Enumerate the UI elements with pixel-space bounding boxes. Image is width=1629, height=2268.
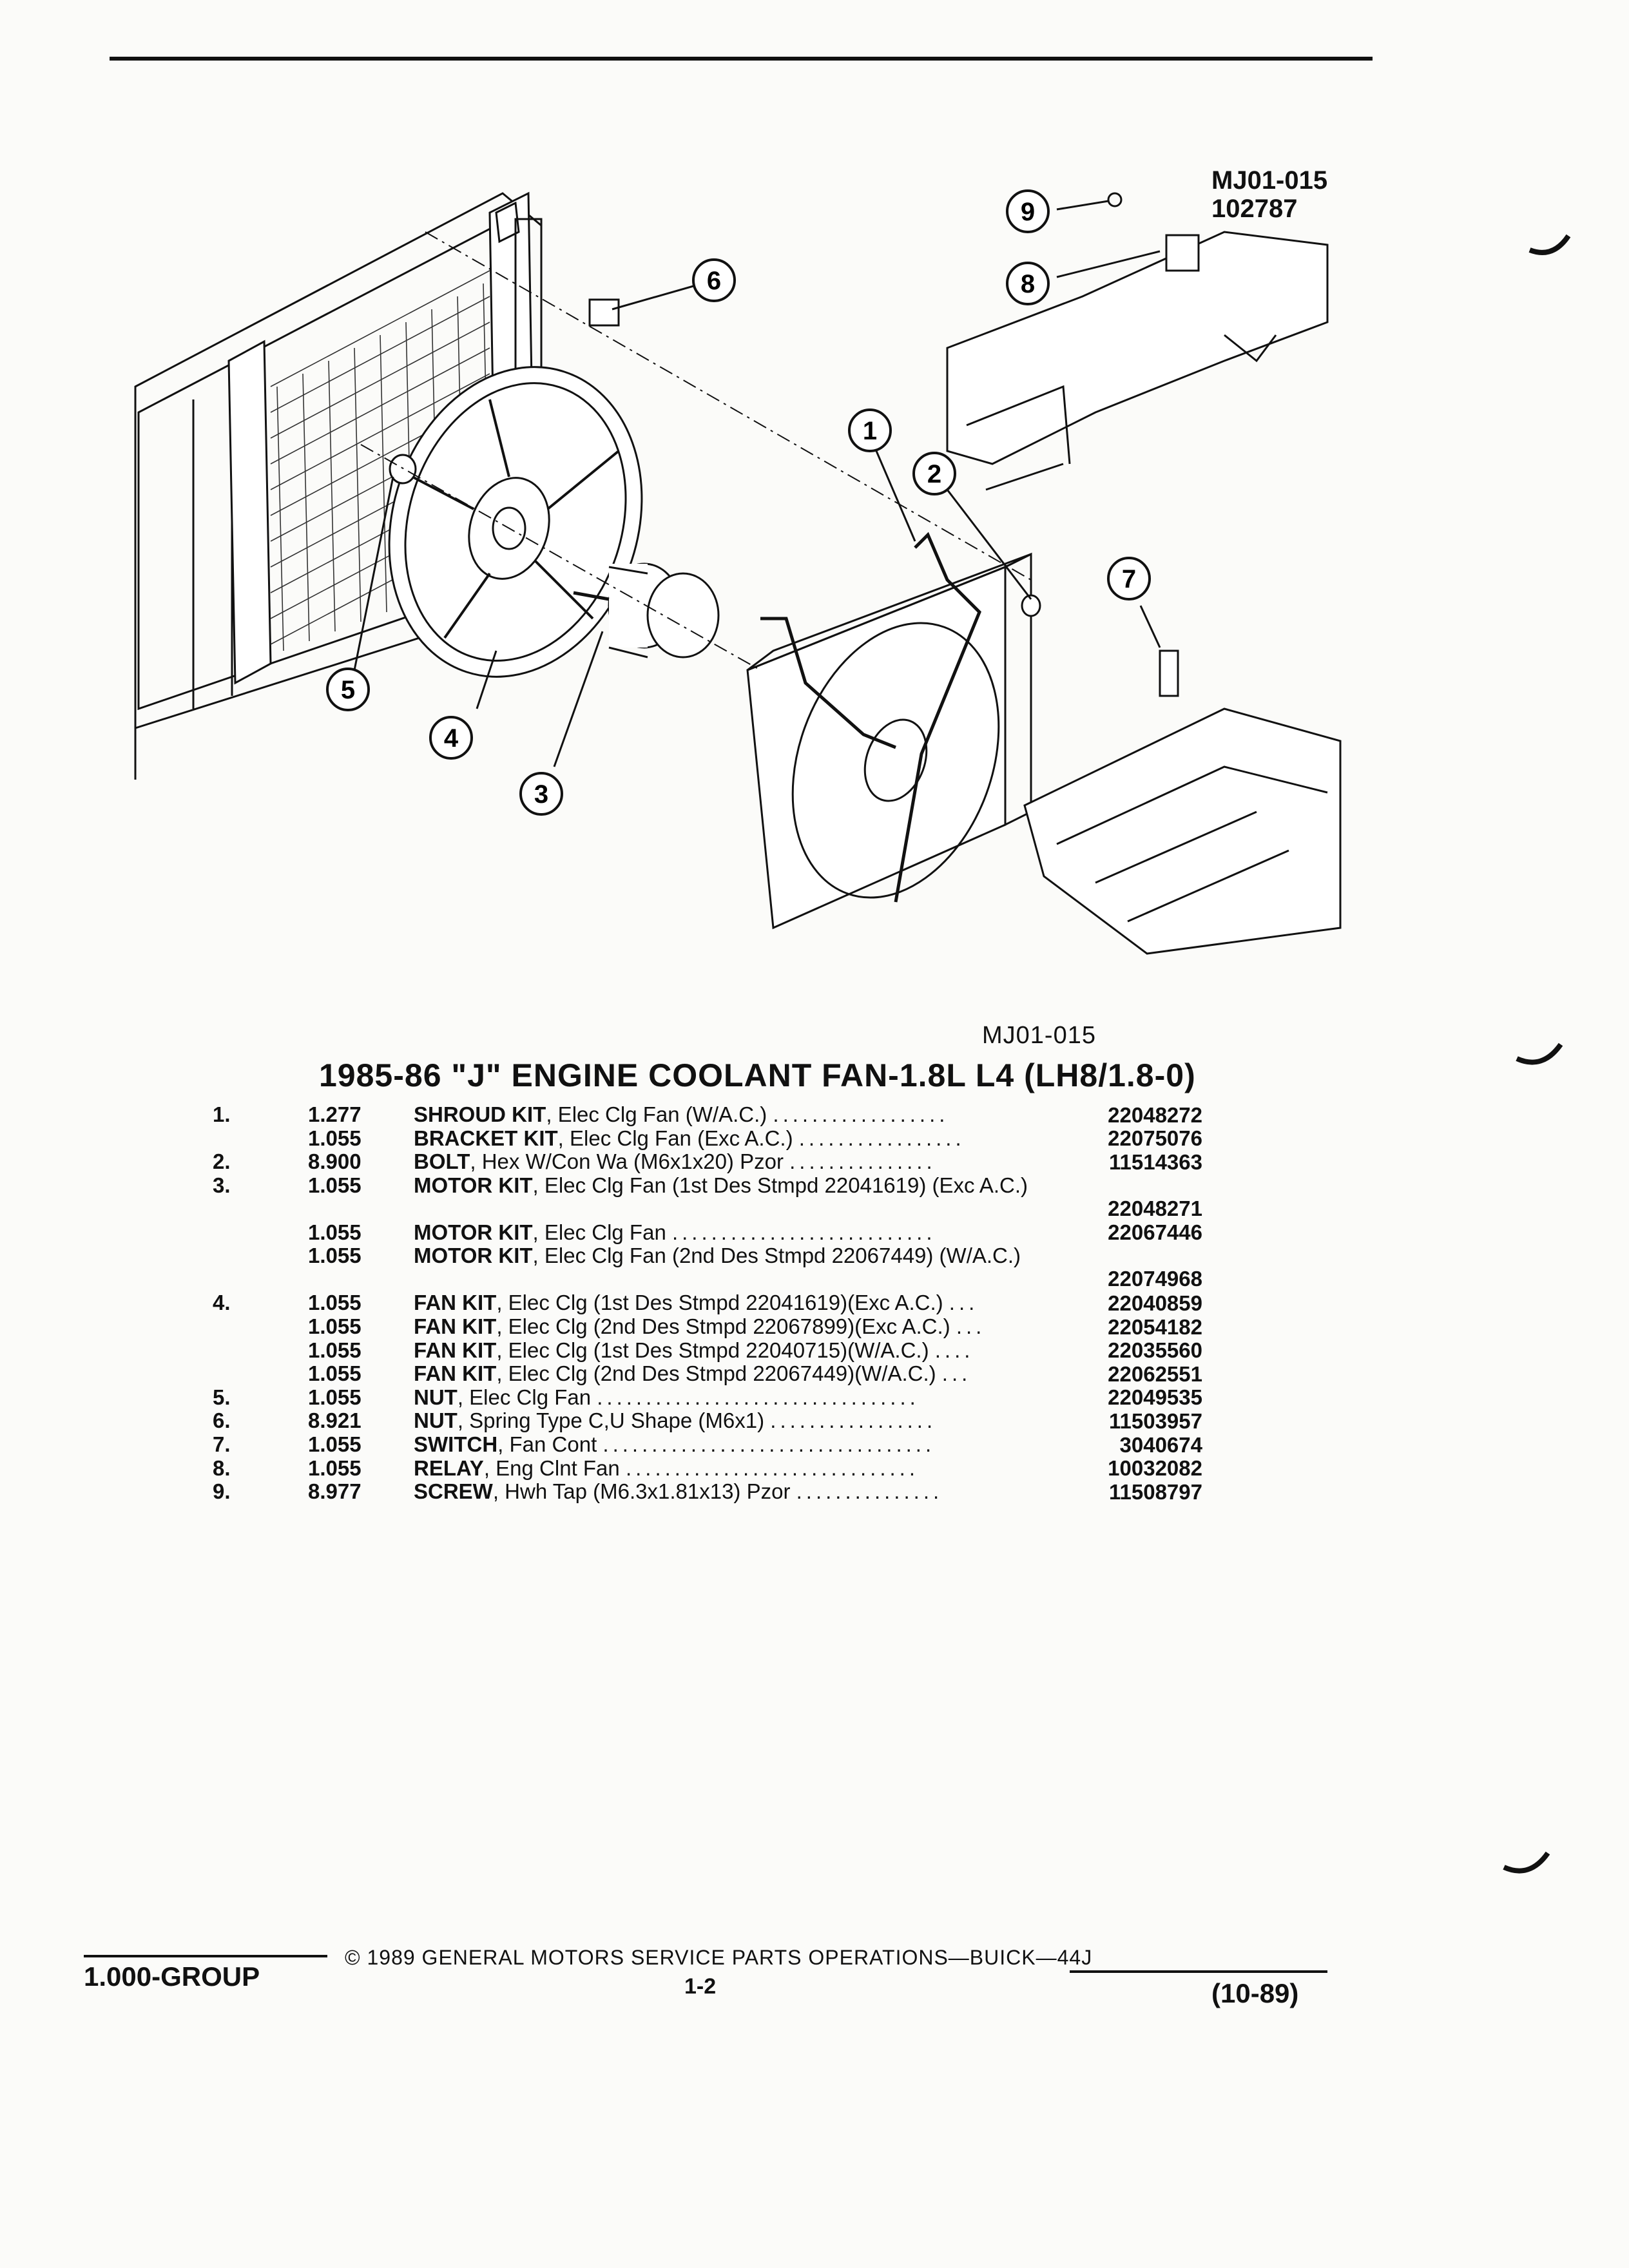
page-heading: 1985-86 "J" ENGINE COOLANT FAN-1.8L L4 (…	[319, 1057, 1196, 1093]
callout-4: 4	[429, 716, 473, 760]
callout-6: 6	[692, 258, 736, 302]
footer-rule-right	[1070, 1970, 1327, 1973]
footer-rule-left	[84, 1955, 327, 1957]
top-rule	[110, 57, 1373, 61]
callout-8: 8	[1006, 262, 1050, 305]
svg-text:9: 9	[1021, 198, 1035, 226]
engine-block-drawing	[1023, 649, 1342, 955]
binder-mark-3	[1503, 1851, 1550, 1874]
nut-5-drawing	[389, 454, 417, 485]
footer-copyright: © 1989 GENERAL MOTORS SERVICE PARTS OPER…	[345, 1946, 1093, 1969]
svg-text:5: 5	[341, 676, 355, 704]
callout-9: 9	[1006, 189, 1050, 233]
leader-lines	[353, 200, 1161, 767]
callout-2: 2	[912, 452, 956, 495]
figure-date-code: 102787	[1211, 195, 1298, 223]
fan-drawing	[388, 366, 643, 678]
svg-text:2: 2	[927, 460, 941, 488]
callout-7: 7	[1107, 557, 1151, 601]
callouts: 1 2 3 4 5 6 7 8 9	[326, 189, 1151, 816]
svg-text:3: 3	[534, 780, 548, 809]
svg-text:7: 7	[1122, 565, 1136, 593]
figure-id-top: MJ01-015 102787	[1211, 166, 1328, 223]
exploded-parts-diagram: 1 2 3 4 5 6 7 8 9	[134, 189, 1342, 955]
figure-id-bottom: MJ01-015	[982, 1022, 1096, 1049]
nut-6-drawing	[588, 298, 620, 327]
bolt-2-drawing	[1021, 594, 1041, 617]
svg-text:8: 8	[1021, 270, 1035, 298]
footer-date: (10-89)	[1211, 1978, 1299, 2008]
binder-mark-2	[1516, 1043, 1563, 1065]
motor-drawing	[573, 562, 720, 658]
body-panel-drawing	[946, 192, 1329, 491]
svg-text:1: 1	[863, 417, 877, 445]
footer-group: 1.000-GROUP	[84, 1961, 260, 1992]
shroud-drawing	[746, 532, 1032, 930]
callout-1: 1	[848, 408, 892, 452]
binder-mark-1	[1528, 234, 1571, 255]
svg-text:6: 6	[707, 267, 721, 295]
svg-text:4: 4	[444, 724, 459, 753]
footer-page-number: 1-2	[684, 1974, 717, 1999]
callout-3: 3	[519, 772, 563, 816]
callout-5: 5	[326, 668, 370, 711]
